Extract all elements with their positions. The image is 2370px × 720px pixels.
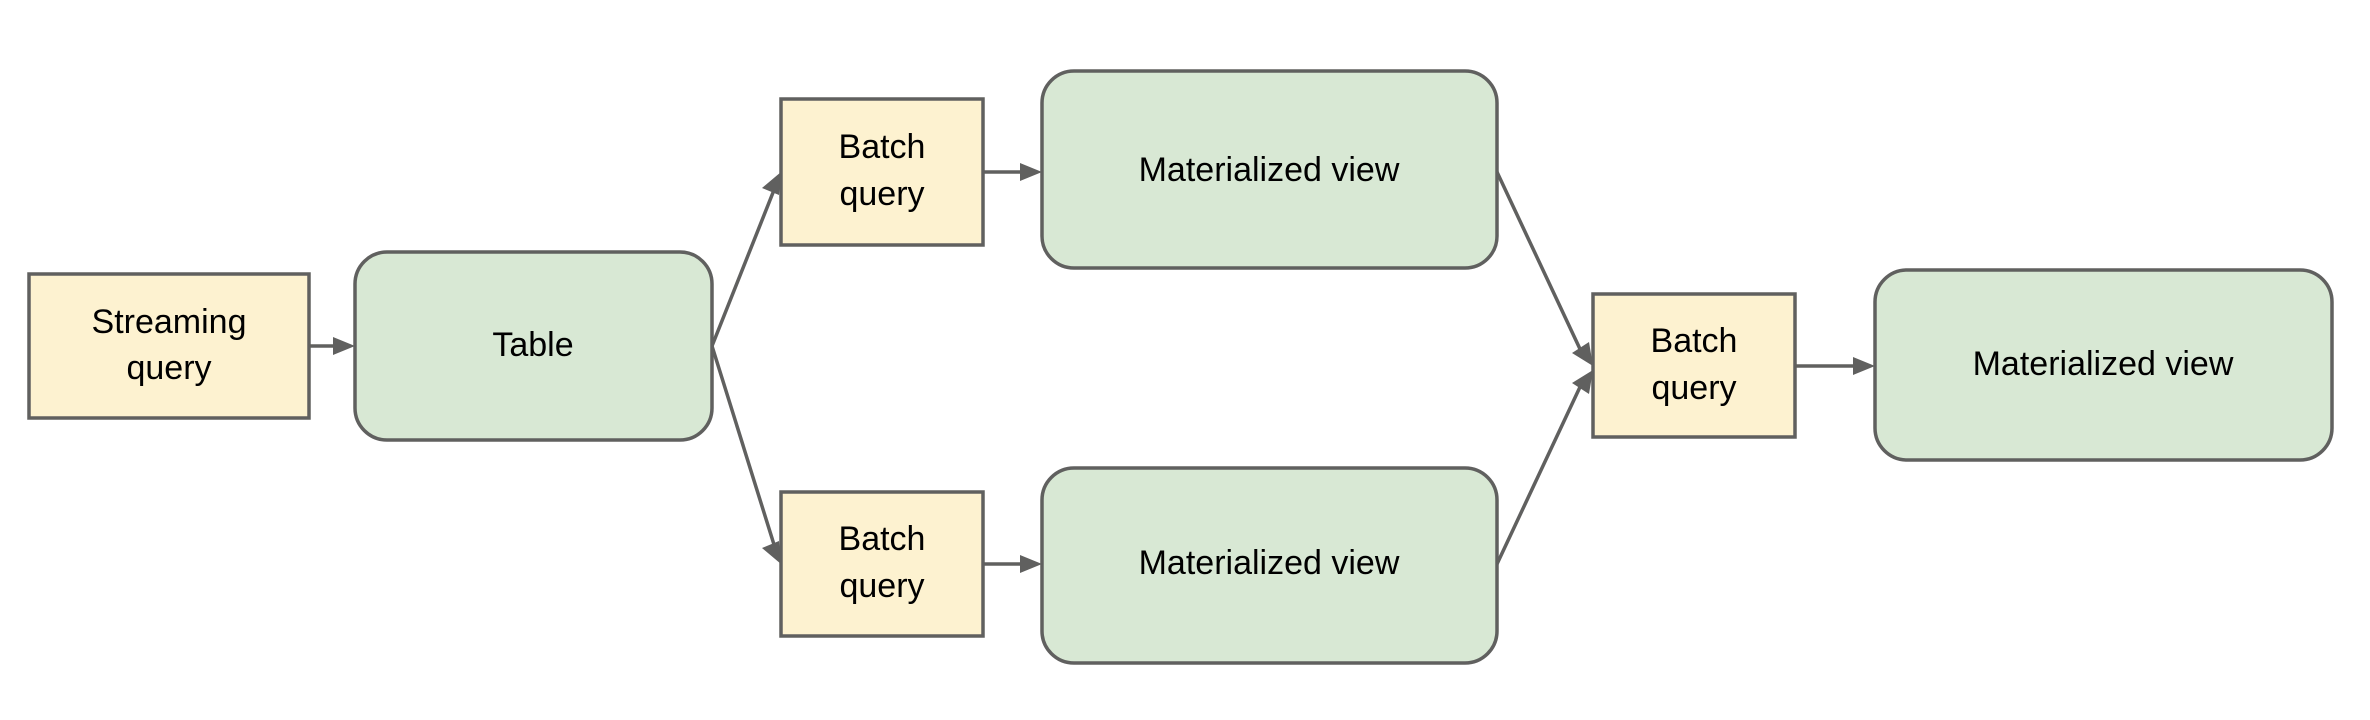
edge-batch-bottom-to-mv-bottom[interactable]	[983, 555, 1042, 573]
edge-batch-top-to-mv-top[interactable]	[983, 163, 1042, 181]
node-batch-query-top-label-line-2: query	[839, 175, 924, 213]
edge-batch-top-to-mv-top-arrowhead	[1020, 163, 1042, 181]
edge-mv-top-to-batch-join-arrowhead	[1572, 342, 1593, 366]
edge-table-to-batch-bottom-arrowhead	[762, 541, 781, 564]
node-streaming-query-label-line-2: query	[126, 349, 211, 387]
node-batch-query-join-label-line-1: Batch	[1651, 322, 1738, 360]
edge-batch-join-to-mv-final-arrowhead	[1853, 357, 1875, 375]
node-batch-query-top-label-line-1: Batch	[839, 128, 926, 166]
node-batch-query-join-shape	[1591, 292, 1797, 439]
node-materialized-view-top[interactable]: Materialized view	[1040, 69, 1499, 270]
edge-mv-bottom-to-batch-join[interactable]	[1495, 370, 1593, 565]
node-batch-query-bottom-shape	[779, 490, 985, 638]
node-materialized-view-bottom[interactable]: Materialized view	[1040, 466, 1499, 665]
node-materialized-view-bottom-shape	[1040, 466, 1499, 665]
node-materialized-view-top-label: Materialized view	[1139, 151, 1400, 189]
edge-mv-bottom-to-batch-join-line	[1495, 386, 1582, 565]
edge-batch-bottom-to-mv-bottom-arrowhead	[1020, 555, 1042, 573]
node-materialized-view-final-shape	[1873, 268, 2334, 462]
node-batch-query-top[interactable]: Batch query	[779, 97, 985, 247]
node-streaming-query-shape	[27, 272, 311, 420]
node-table[interactable]: Table	[353, 250, 714, 442]
edge-table-to-batch-top-line	[710, 184, 778, 347]
node-batch-query-join[interactable]: Batch query	[1591, 292, 1797, 439]
edge-mv-top-to-batch-join[interactable]	[1495, 171, 1593, 366]
node-batch-query-top-shape	[779, 97, 985, 247]
edge-table-to-batch-bottom-line	[710, 345, 778, 552]
edge-table-to-batch-bottom[interactable]	[710, 345, 781, 564]
node-materialized-view-top-shape	[1040, 69, 1499, 270]
node-batch-query-bottom[interactable]: Batch query	[779, 490, 985, 638]
node-batch-query-join-label-line-2: query	[1651, 369, 1736, 407]
edge-batch-join-to-mv-final[interactable]	[1795, 357, 1875, 375]
node-table-shape	[353, 250, 714, 442]
edge-table-to-batch-top-arrowhead	[762, 172, 781, 195]
node-batch-query-bottom-label-line-2: query	[839, 567, 924, 605]
edge-table-to-batch-top[interactable]	[710, 172, 781, 347]
node-materialized-view-bottom-label: Materialized view	[1139, 544, 1400, 582]
node-materialized-view-final[interactable]: Materialized view	[1873, 268, 2334, 462]
node-streaming-query[interactable]: Streaming query	[27, 272, 311, 420]
edge-streaming-to-table[interactable]	[309, 337, 355, 355]
node-materialized-view-final-label: Materialized view	[1973, 345, 2234, 383]
node-batch-query-bottom-label-line-1: Batch	[839, 520, 926, 558]
node-streaming-query-label-line-1: Streaming	[92, 303, 247, 341]
edge-mv-top-to-batch-join-line	[1495, 171, 1582, 350]
edge-streaming-to-table-arrowhead	[333, 337, 355, 355]
node-table-label: Table	[492, 326, 573, 364]
edge-mv-bottom-to-batch-join-arrowhead	[1572, 370, 1593, 394]
